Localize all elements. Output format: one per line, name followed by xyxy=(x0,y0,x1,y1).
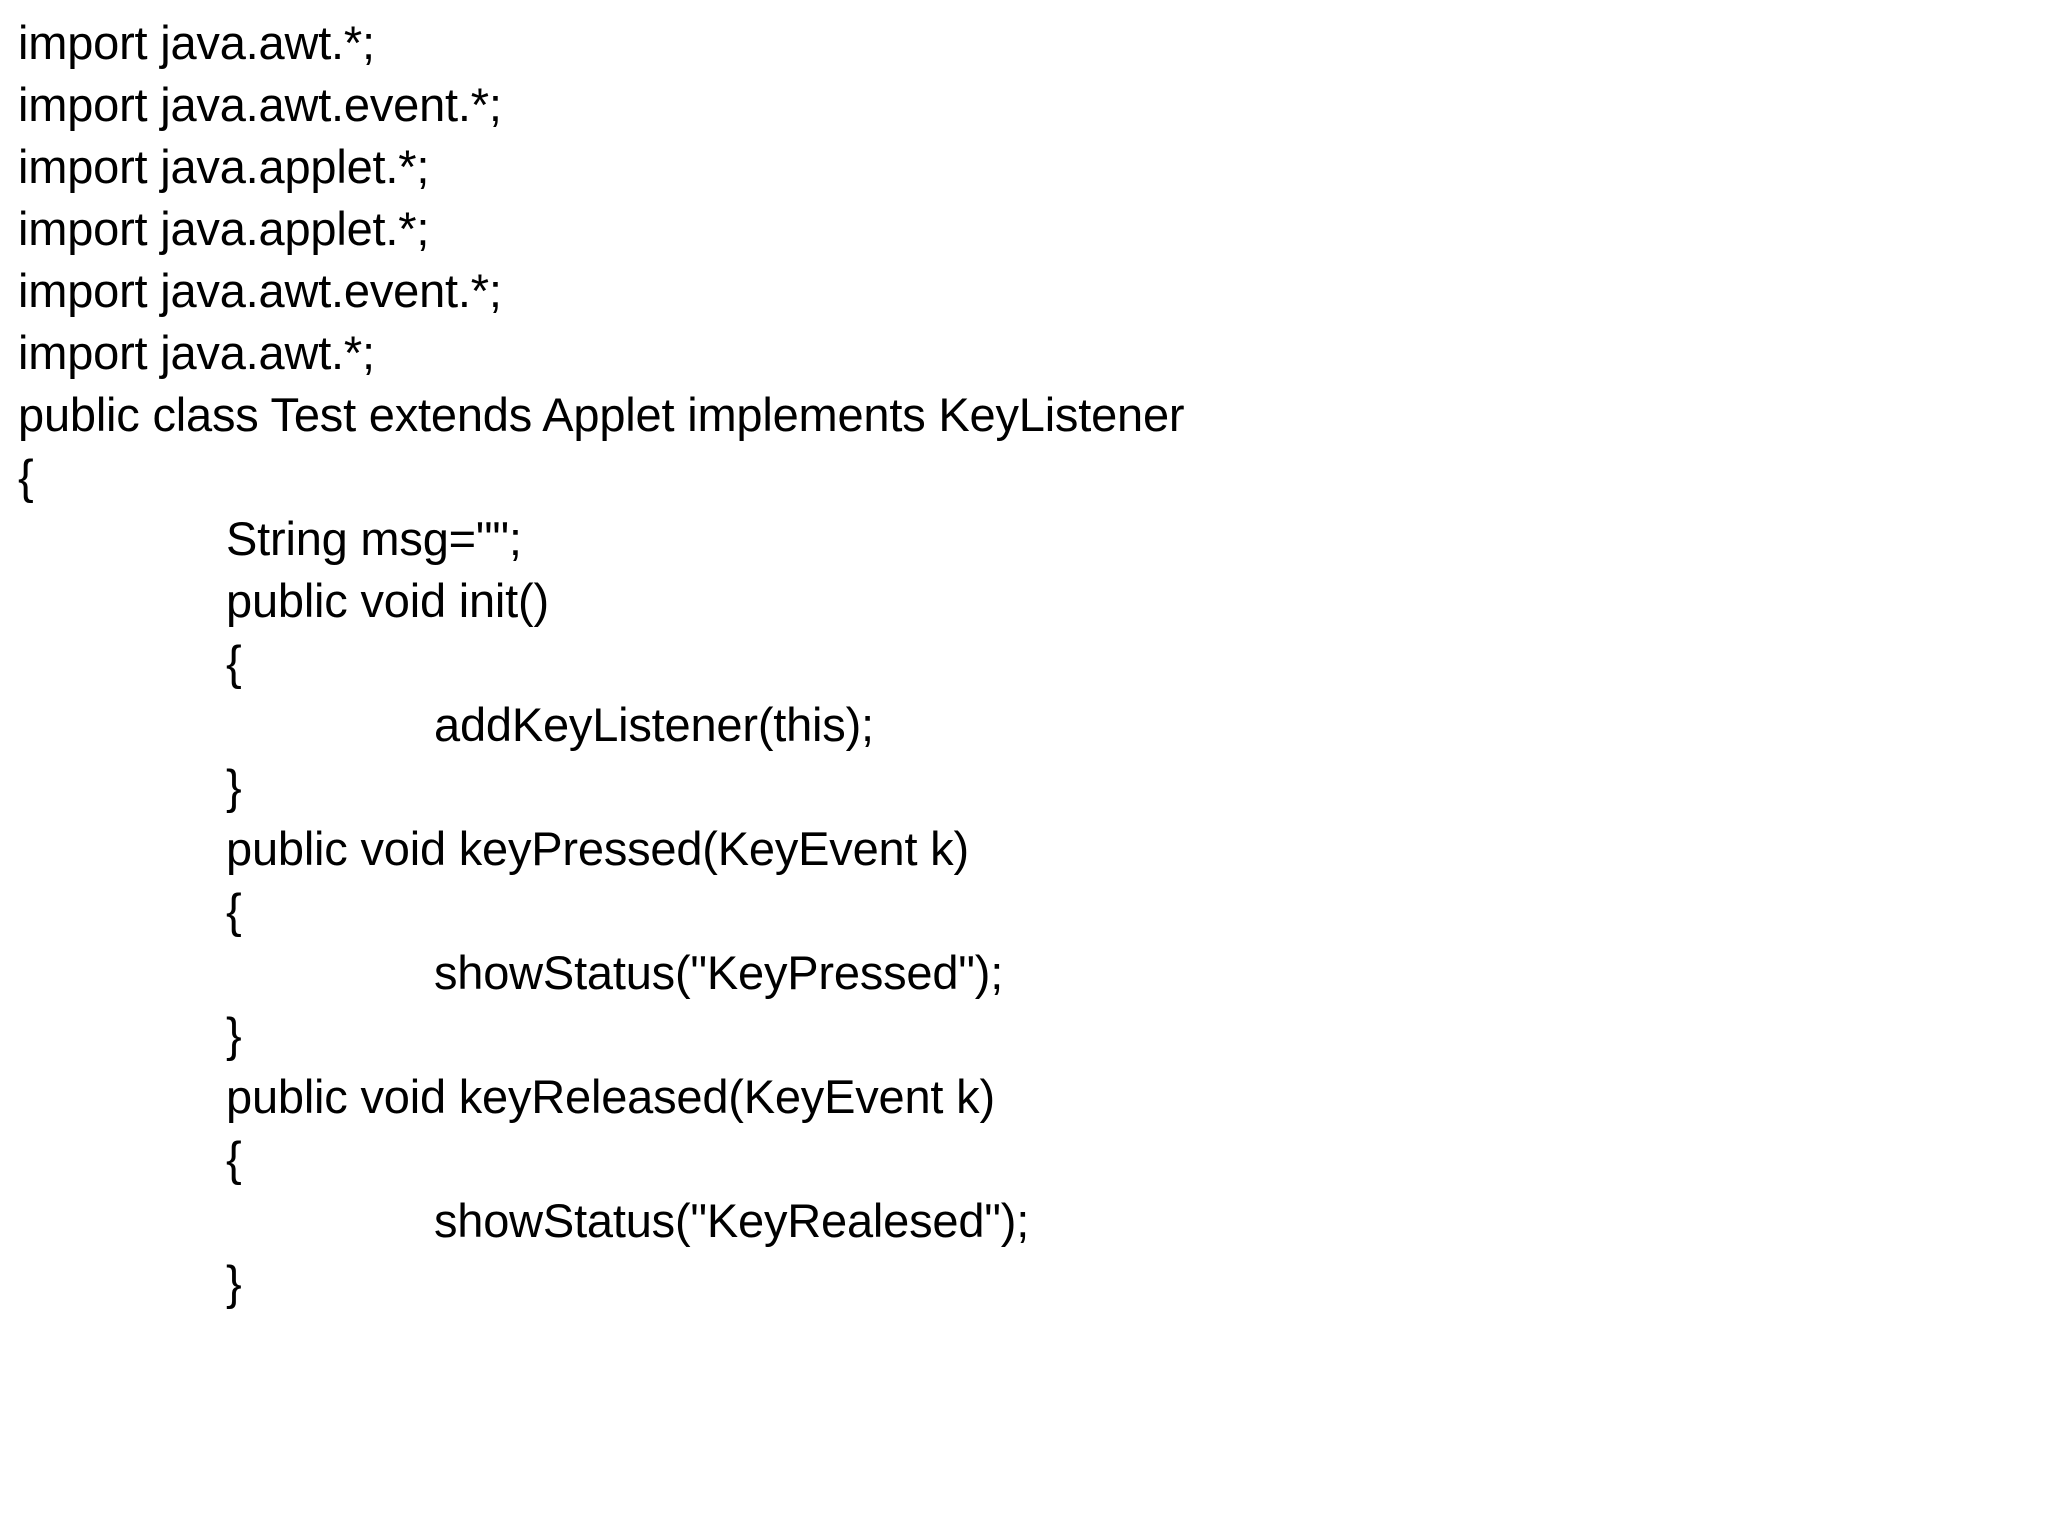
code-line: { xyxy=(18,450,34,503)
code-line: { xyxy=(226,884,242,937)
code-line: } xyxy=(226,760,242,813)
code-line: } xyxy=(226,1256,242,1309)
code-line: import java.awt.*; xyxy=(18,326,375,379)
code-line: import java.applet.*; xyxy=(18,202,430,255)
code-line: import java.applet.*; xyxy=(18,140,430,193)
code-line: { xyxy=(226,1132,242,1185)
code-line: } xyxy=(226,1008,242,1061)
code-line: showStatus("KeyRealesed"); xyxy=(434,1194,1030,1247)
code-line: public class Test extends Applet impleme… xyxy=(18,388,1185,441)
code-line: public void keyPressed(KeyEvent k) xyxy=(226,822,969,875)
code-line: import java.awt.*; xyxy=(18,16,375,69)
code-line: public void keyReleased(KeyEvent k) xyxy=(226,1070,995,1123)
code-line: public void init() xyxy=(226,574,549,627)
code-listing: import java.awt.*; import java.awt.event.… xyxy=(18,12,2030,1314)
code-line: String msg=""; xyxy=(226,512,522,565)
code-line: addKeyListener(this); xyxy=(434,698,874,751)
code-line: { xyxy=(226,636,242,689)
code-line: import java.awt.event.*; xyxy=(18,264,502,317)
code-line: import java.awt.event.*; xyxy=(18,78,502,131)
code-line: showStatus("KeyPressed"); xyxy=(434,946,1004,999)
